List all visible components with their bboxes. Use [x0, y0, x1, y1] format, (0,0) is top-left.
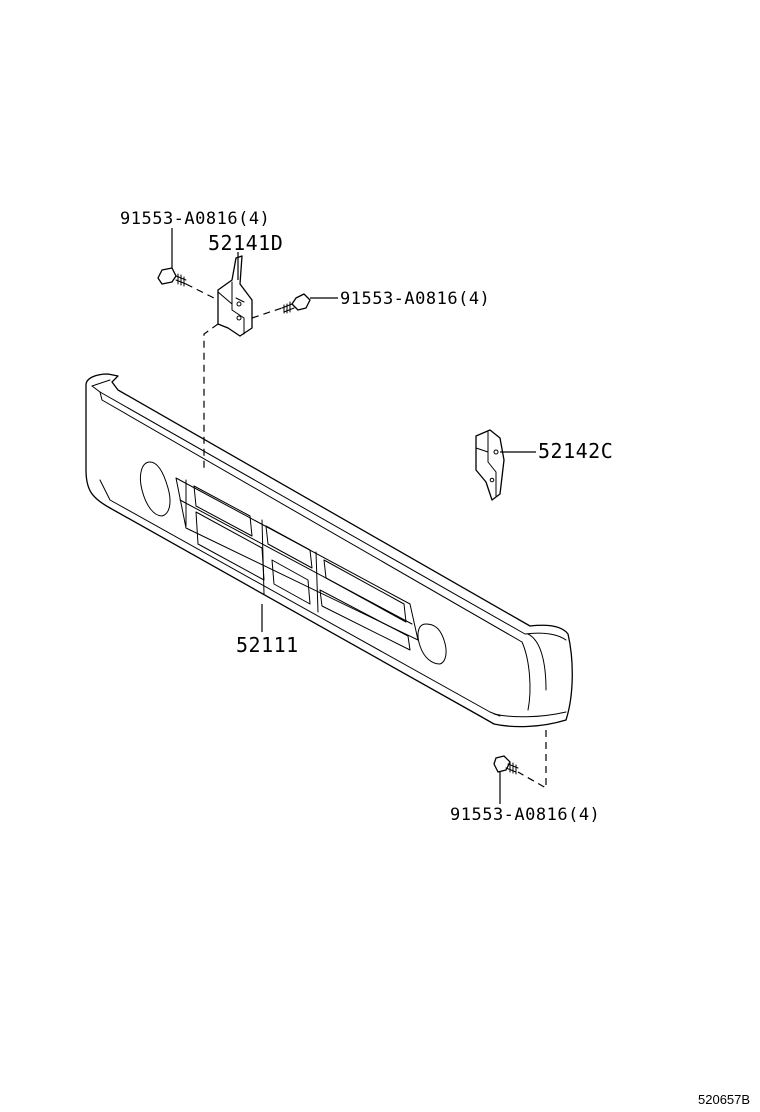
assembly-line-bottom [517, 730, 547, 790]
label-bracket-left: 52141D [208, 231, 283, 255]
label-bracket-right: 52142C [538, 439, 613, 463]
left-bracket [217, 255, 253, 337]
label-bolt-top-left: 91553-A0816(4) [120, 209, 270, 229]
bolt-top-right [281, 293, 311, 314]
label-bolt-top-right: 91553-A0816(4) [340, 289, 490, 309]
label-bolt-bottom: 91553-A0816(4) [450, 805, 600, 825]
assembly-line-left [203, 323, 219, 470]
diagram-reference-code: 520657B [698, 1092, 750, 1107]
assembly-line-top-bolt [185, 283, 219, 301]
right-bracket [475, 429, 505, 501]
assembly-line-right-bolt [251, 307, 283, 319]
label-bumper: 52111 [236, 633, 299, 657]
bolt-bottom [493, 755, 519, 775]
front-bumper [85, 373, 573, 728]
bolt-top-left [157, 267, 187, 287]
